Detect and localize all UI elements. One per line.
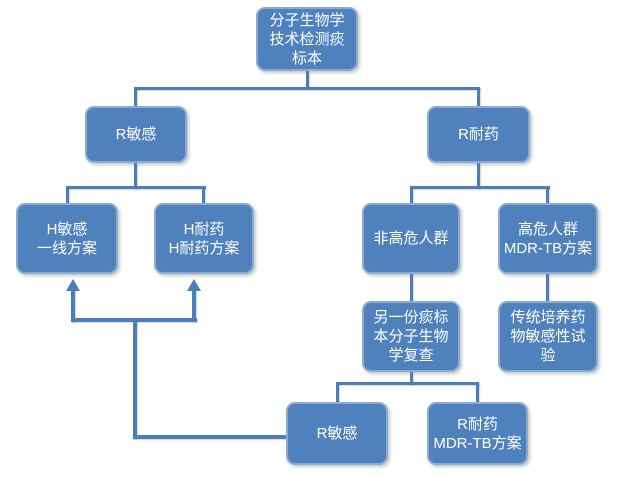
feedback-line-riser [133,318,137,439]
connector-to-non-high-risk [410,186,413,203]
node-culture-drug-susceptibility-test: 传统培养药 物敏感性试 验 [498,301,598,372]
feedback-line-top [71,318,197,322]
connector-high-risk-to-culture [546,274,549,301]
connector-to-h-resistant [202,186,205,203]
feedback-line-right-up [192,290,196,322]
connector-bottom-hbar [336,382,479,385]
feedback-line-left-up [71,290,75,322]
connector-non-high-risk-to-recheck [410,274,413,301]
connector-r-resistant-stem [477,163,480,189]
connector-recheck-stem [410,372,413,385]
node-high-risk-mdr-tb: 高危人群 MDR-TB方案 [498,203,598,274]
connector-to-h-sensitive [66,186,69,203]
connector-to-bottom-r-resistant [476,382,479,402]
node-root-specimen-test: 分子生物学 技术检测痰 标本 [256,7,358,71]
connector-to-r-sensitive [134,87,137,106]
node-recheck-r-sensitive: R敏感 [286,402,388,465]
connector-r-sensitive-stem [134,163,137,189]
connector-right-hbar [410,186,550,189]
connector-to-high-risk [546,186,549,203]
node-recheck-r-resistant-mdr-tb: R耐药 MDR-TB方案 [427,402,528,465]
connector-to-r-resistant [477,87,480,106]
node-second-specimen-recheck: 另一份痰标 本分子生物 学复查 [362,301,460,372]
arrow-up-icon [187,279,201,291]
arrow-up-icon [66,279,80,291]
node-h-resistant-regimen: H耐药 H耐药方案 [154,203,254,274]
connector-level1-hbar [135,87,480,90]
node-r-sensitive: R敏感 [85,106,187,163]
feedback-line-bottom [133,435,286,439]
node-r-resistant: R耐药 [427,106,530,163]
connector-to-bottom-r-sensitive [336,382,339,402]
connector-left-hbar [66,186,206,189]
node-h-sensitive-first-line: H敏感 一线方案 [16,203,118,274]
node-non-high-risk-group: 非高危人群 [362,203,460,274]
connector-root-stem [306,71,309,89]
